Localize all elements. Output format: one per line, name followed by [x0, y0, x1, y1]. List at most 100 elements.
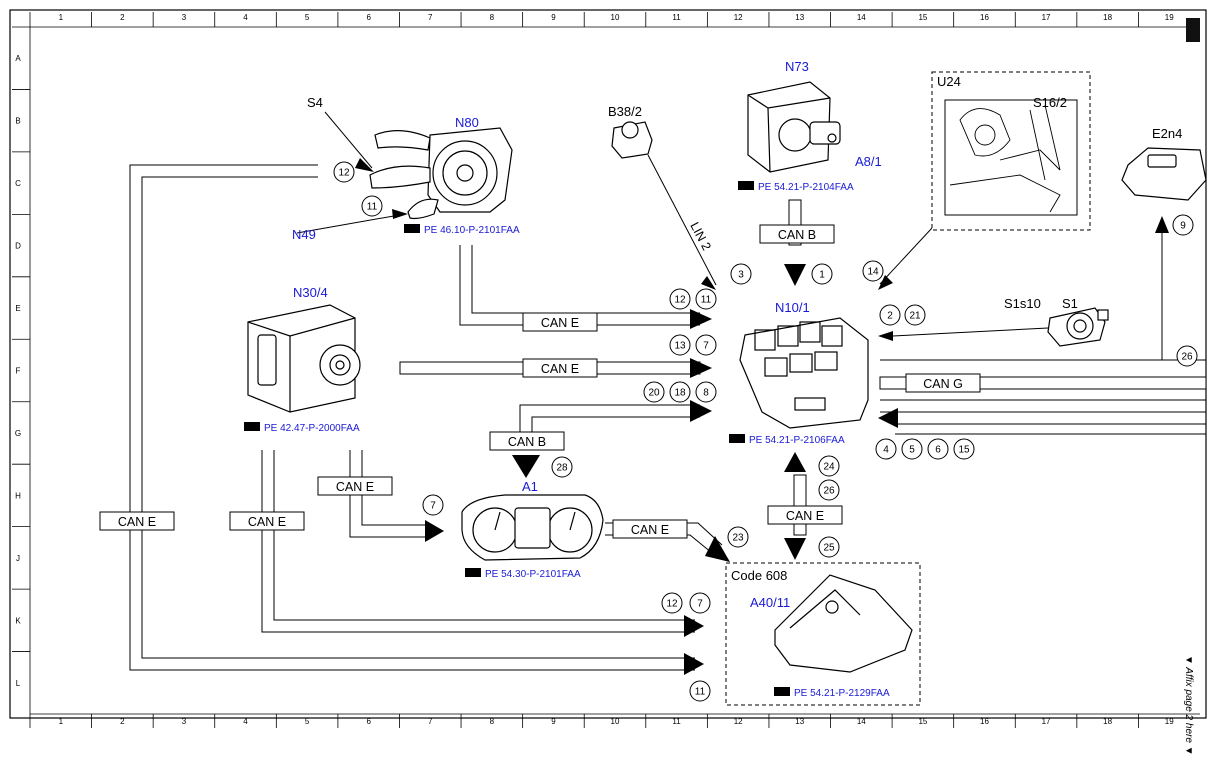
grid-col-label: 4 [243, 13, 248, 22]
grid-col-label: 17 [1042, 13, 1051, 22]
signal-circle [818, 479, 840, 501]
label-a1: A1 [522, 479, 538, 494]
label-s1: S1 [1062, 296, 1078, 311]
signal-circle [689, 592, 711, 614]
signal-number: 12 [338, 168, 350, 179]
grid-col-label: 1 [59, 13, 64, 22]
grid-col-label: 14 [857, 717, 866, 726]
signal-circle [661, 592, 683, 614]
ref-n10-1[interactable]: PE 54.21-P-2106FAA [729, 434, 845, 446]
signal-number: 2 [887, 311, 893, 322]
bus-can-g: CAN G [923, 377, 963, 391]
grid-col-label: 13 [795, 13, 804, 22]
signal-number: 7 [697, 599, 703, 610]
grid-col-label: 19 [1165, 717, 1174, 726]
grid-col-label: 6 [366, 717, 371, 726]
bus-can-b-n73: CAN B [778, 228, 816, 242]
grid-col-label: 2 [120, 13, 125, 22]
grid-row-label: K [15, 616, 21, 625]
label-s16-2: S16/2 [1033, 95, 1067, 110]
grid-col-label: 13 [795, 717, 804, 726]
grid-col-label: 18 [1103, 13, 1112, 22]
grid-row-label: H [15, 491, 21, 500]
grid-col-label: 12 [734, 717, 743, 726]
label-a8-1: A8/1 [855, 154, 882, 169]
label-s1s10: S1s10 [1004, 296, 1041, 311]
signal-number: 28 [556, 463, 568, 474]
signal-circle [862, 260, 884, 282]
signal-number: 7 [430, 501, 436, 512]
signal-number: 11 [701, 295, 712, 306]
signal-circle [669, 334, 691, 356]
ref-a40-11-text[interactable]: PE 54.21-P-2129FAA [794, 688, 890, 699]
signal-number: 3 [738, 270, 744, 281]
grid-col-label: 9 [551, 717, 556, 726]
signal-number: 25 [823, 543, 835, 554]
signal-number: 7 [703, 341, 709, 352]
signal-circle [669, 381, 691, 403]
label-s4: S4 [307, 95, 323, 110]
grid-labels: 1122334455667788991010111112121313141415… [15, 13, 1174, 726]
grid-col-label: 3 [182, 717, 187, 726]
bus-lin-2: LIN 2 [687, 220, 713, 253]
signal-circle [1172, 214, 1194, 236]
grid-col-label: 5 [305, 717, 310, 726]
signal-circle [695, 381, 717, 403]
signal-circle [818, 536, 840, 558]
signal-number: 23 [732, 533, 744, 544]
signal-number: 1 [819, 270, 825, 281]
grid-col-label: 5 [305, 13, 310, 22]
ref-n10-1-text[interactable]: PE 54.21-P-2106FAA [749, 435, 845, 446]
signal-circle [643, 381, 665, 403]
ref-n80-text[interactable]: PE 46.10-P-2101FAA [424, 225, 520, 236]
n73-ignition-illustration [747, 81, 841, 173]
signal-circle [422, 494, 444, 516]
grid-col-label: 8 [490, 717, 495, 726]
diagram-frame [9, 9, 1207, 719]
grid-row-label: L [16, 679, 21, 688]
grid-col-label: 12 [734, 13, 743, 22]
n10-1-sam-illustration [739, 317, 869, 429]
signal-number: 20 [648, 388, 660, 399]
grid-col-label: 6 [366, 13, 371, 22]
bus-can-e-out: CAN E [631, 523, 669, 537]
ref-a1[interactable]: PE 54.30-P-2101FAA [465, 568, 581, 580]
signal-number: 5 [909, 445, 915, 456]
signal-circle [927, 438, 949, 460]
label-a40-11: A40/11 [750, 595, 790, 610]
grid-row-label: B [15, 117, 20, 126]
a40-11-box [725, 562, 921, 706]
signal-number: 18 [674, 388, 686, 399]
grid-row-label: C [15, 179, 21, 188]
bus-can-e-left2: CAN E [248, 515, 286, 529]
label-b38-2: B38/2 [608, 104, 642, 119]
ref-n30-4[interactable]: PE 42.47-P-2000FAA [244, 422, 360, 434]
ref-n80[interactable]: PE 46.10-P-2101FAA [404, 224, 520, 236]
grid-col-label: 16 [980, 717, 989, 726]
signal-circle [695, 288, 717, 310]
label-e2n4: E2n4 [1152, 126, 1182, 141]
signal-circle [361, 195, 383, 217]
signal-circle [695, 334, 717, 356]
signal-circle [811, 263, 833, 285]
ref-a1-text[interactable]: PE 54.30-P-2101FAA [485, 569, 581, 580]
signal-number: 8 [703, 388, 709, 399]
label-n49: N49 [292, 227, 316, 242]
ref-a40-11[interactable]: PE 54.21-P-2129FAA [774, 687, 890, 699]
ref-n30-4-text[interactable]: PE 42.47-P-2000FAA [264, 423, 360, 434]
label-n80: N80 [455, 115, 479, 130]
grid-col-label: 10 [611, 717, 620, 726]
signal-number: 6 [935, 445, 941, 456]
ref-n73[interactable]: PE 54.21-P-2104FAA [738, 181, 854, 193]
signal-circle [904, 304, 926, 326]
grid-col-label: 15 [918, 717, 927, 726]
grid-col-label: 14 [857, 13, 866, 22]
grid-col-label: 3 [182, 13, 187, 22]
bus-can-e-a1: CAN E [336, 480, 374, 494]
ref-n73-text[interactable]: PE 54.21-P-2104FAA [758, 182, 854, 193]
signal-circle [953, 438, 975, 460]
grid-row-label: J [16, 554, 20, 563]
grid-col-label: 11 [672, 717, 681, 726]
signal-number: 24 [823, 462, 835, 473]
